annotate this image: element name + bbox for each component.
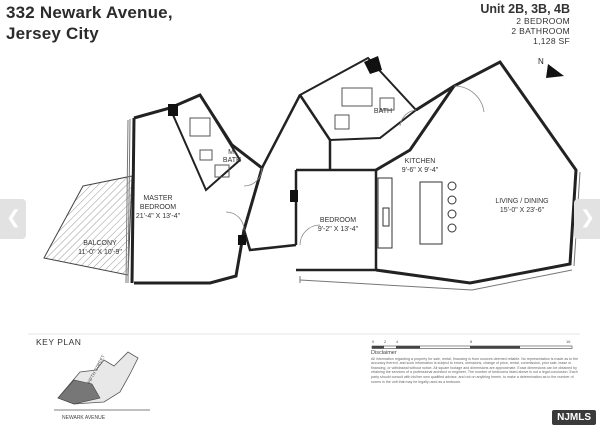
master-window	[125, 118, 131, 284]
kitchen-size: 9'-6" X 9'-4"	[402, 167, 439, 174]
master-bedroom-walls	[130, 93, 264, 285]
disclaimer-text: All information regarding a property for…	[371, 356, 579, 384]
scale-tick-8: 8	[470, 339, 473, 344]
chevron-right-icon: ❯	[580, 207, 596, 228]
kitchen-counters	[377, 177, 457, 249]
master-bedroom-label-2: BEDROOM	[140, 204, 176, 211]
bath-label: BATH	[374, 108, 392, 115]
bedroom-size: 9'-2" X 13'-4"	[318, 226, 359, 233]
chevron-left-icon: ❮	[6, 207, 22, 228]
disclaimer: Disclaimer All information regarding a p…	[371, 350, 581, 384]
kitchen-label: KITCHEN	[405, 158, 436, 165]
bedroom-label: BEDROOM	[320, 217, 356, 224]
balcony-size: 11'-0" X 10'-9"	[78, 249, 122, 256]
column-3	[290, 190, 298, 202]
key-plan-title: KEY PLAN	[36, 337, 82, 347]
bathroom-count: 2 BATHROOM	[511, 26, 570, 36]
balcony-label: BALCONY	[83, 240, 117, 247]
interior-walls	[242, 94, 378, 272]
scale-tick-2: 2	[384, 339, 387, 344]
scale-tick-0: 0	[372, 339, 375, 344]
balcony-area	[43, 175, 133, 276]
column-4	[238, 235, 246, 245]
master-bath-walls	[168, 93, 242, 192]
unit-info: Unit 2B, 3B, 4B 2 BEDROOM 2 BATHROOM 1,1…	[480, 2, 570, 46]
address-line-2: Jersey City	[6, 24, 99, 43]
njmls-badge: NJMLS	[552, 410, 596, 425]
unit-numbers: Unit 2B, 3B, 4B	[480, 2, 570, 16]
scale-tick-4: 4	[396, 339, 399, 344]
column-2	[364, 56, 382, 74]
living-dining-label: LIVING / DINING	[495, 198, 548, 205]
north-label: N	[538, 57, 544, 66]
scale-tick-16: 16	[566, 339, 571, 344]
master-bath-label: M.	[228, 149, 236, 156]
door-swings	[225, 85, 485, 246]
north-arrow-icon: N	[538, 57, 564, 78]
square-footage: 1,128 SF	[533, 36, 570, 46]
bedroom-count: 2 BEDROOM	[516, 16, 570, 26]
master-bath-label-2: BATH	[223, 157, 241, 164]
key-plan-map: NEWARK AVENUE FIFTH STREET	[28, 333, 580, 421]
bath-walls	[298, 56, 418, 142]
column-1	[168, 104, 178, 116]
master-bedroom-size: 21'-4" X 13'-4"	[136, 213, 181, 220]
scale-bar: 0 2 4 8 16	[371, 339, 573, 349]
property-address: 332 Newark Avenue, Jersey City	[6, 2, 173, 44]
previous-image-button[interactable]: ❮	[0, 199, 26, 239]
master-bedroom-label: MASTER	[143, 195, 172, 202]
key-plan-street-2: NEWARK AVENUE	[62, 415, 106, 421]
disclaimer-heading: Disclaimer	[371, 350, 397, 356]
next-image-button[interactable]: ❯	[574, 199, 600, 239]
living-dining-size: 15'-0" X 23'-6"	[500, 207, 545, 214]
address-line-1: 332 Newark Avenue,	[6, 3, 173, 22]
